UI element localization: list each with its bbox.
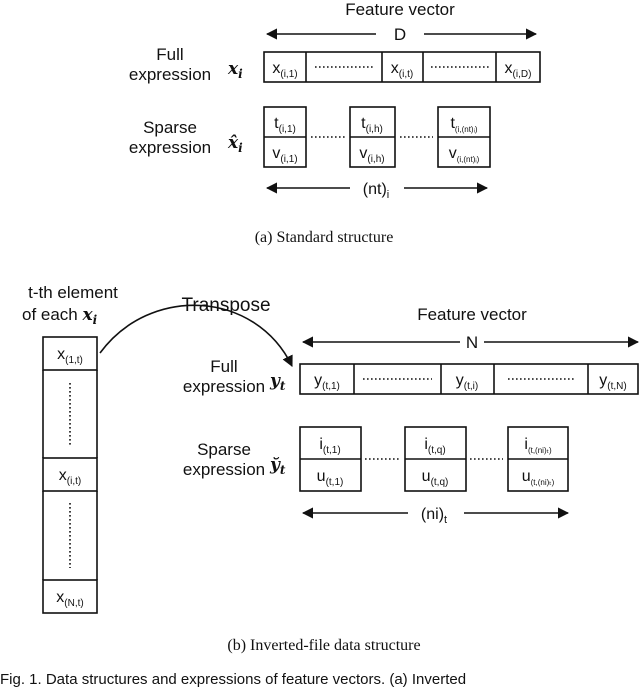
column-title-2: of each xi [22,305,98,327]
top-axis-symbol: D [394,25,406,44]
bottom-axis-symbol: N [466,333,478,352]
top-full-cell: x(i,1) [272,60,297,80]
bottom-full-label-1: Full [210,357,237,376]
top-full-label-2: expression [129,65,211,84]
bottom-full-label-2: expression [183,377,265,396]
transpose-label: Transpose [181,295,270,316]
bottom-sparse-value: u(t,1) [317,468,344,488]
bottom-full-cell: y(t,1) [314,372,340,392]
top-sparse-index: t(i,1) [274,115,296,135]
transpose-arrow [99,304,293,368]
bottom-sparse-label-1: Sparse [197,440,251,459]
bottom-count-label: (ni)t [421,506,447,526]
column-cell-label: x(1,t) [57,346,83,366]
top-sparse-index: t(i,h) [361,115,383,135]
column-cell [42,336,98,371]
top-sparse-symbol: x̂i [227,133,243,155]
bottom-full-symbol: yt [269,371,286,393]
top-full-symbol: xi [227,59,243,81]
bottom-sparse-index: i(t,1) [319,436,340,456]
bottom-sparse-label-2: expression [183,460,265,479]
bottom-axis-title: Feature vector [417,305,527,324]
caption-b: (b) Inverted-file data structure [227,637,420,654]
top-full-label-1: Full [156,45,183,64]
column-cell-label: x(i,t) [59,467,81,487]
top-full-cell: x(i,t) [391,60,413,80]
bottom-full-vector [299,363,639,395]
top-sparse-label-1: Sparse [143,118,197,137]
top-axis-title: Feature vector [345,0,455,19]
top-sparse-value: v(i,h) [359,145,384,165]
top-count-label: (nt)i [363,181,389,201]
column-cell [42,457,98,492]
top-sparse-index: t(i,(nt)ᵢ) [450,115,477,134]
bottom-sparse-index: i(t,(ni)ₜ) [524,436,552,455]
bottom-sparse-index: i(t,q) [424,436,445,456]
bottom-full-cell: y(t,i) [456,372,478,392]
top-sparse-label-2: expression [129,138,211,157]
top-full-cell: x(i,D) [505,60,532,80]
figure-caption-fragment: Fig. 1. Data structures and expressions … [0,671,466,687]
bottom-sparse-symbol: y̆t [269,455,286,477]
bottom-sparse-value: u(t,(ni)ₜ) [522,468,555,487]
column-cell [42,579,98,614]
top-sparse-value: v(i,1) [272,145,297,165]
bottom-sparse-value: u(t,q) [422,468,449,488]
column-cell-label: x(N,t) [56,589,83,609]
column-title-1: t-th element [28,283,118,302]
top-full-vector [263,51,541,83]
caption-a: (a) Standard structure [255,229,394,246]
top-sparse-value: v(i,(nt)ᵢ) [449,145,480,164]
bottom-full-cell: y(t,N) [599,372,626,392]
